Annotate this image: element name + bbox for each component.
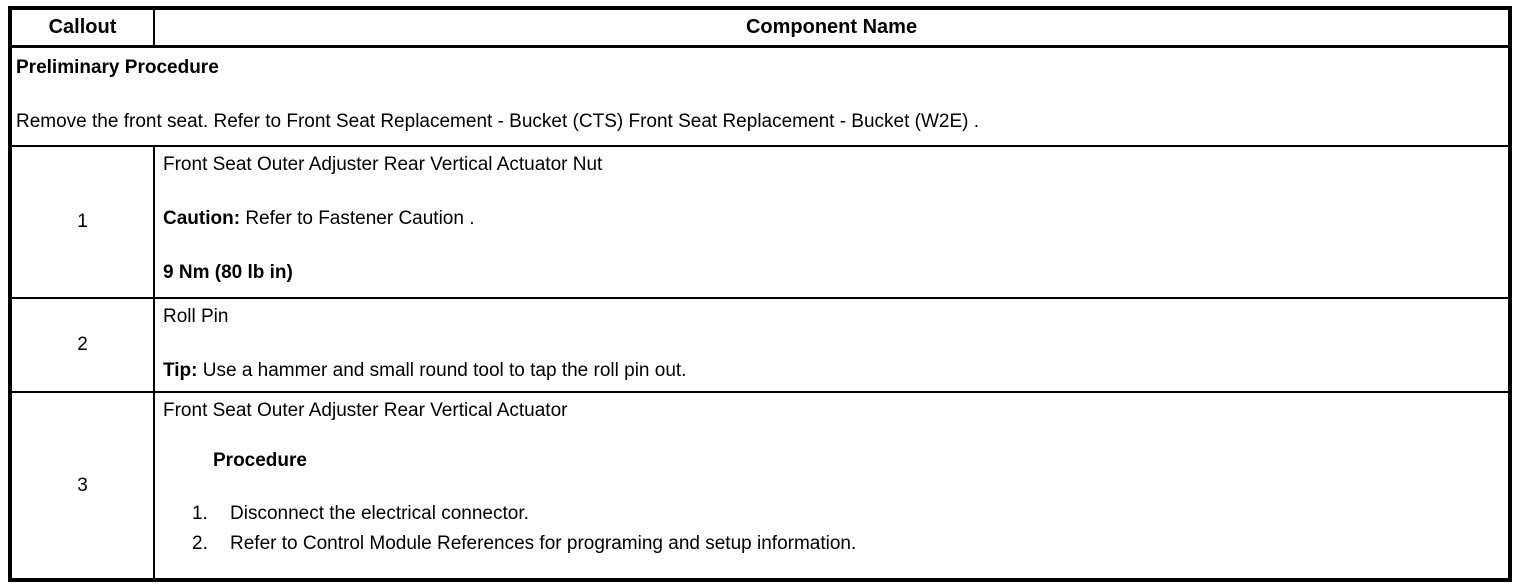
callout-number: 1 [9, 145, 155, 299]
preliminary-procedure-title: Preliminary Procedure [16, 56, 219, 78]
component-name-column-header: Component Name [153, 7, 1511, 48]
component-callout-table: Callout Component Name Preliminary Proce… [8, 6, 1512, 582]
table-row: 1 Front Seat Outer Adjuster Rear Vertica… [9, 145, 1511, 299]
caution-text: Refer to Fastener Caution . [240, 208, 475, 229]
component-cell: Roll Pin Tip: Use a hammer and small rou… [153, 297, 1511, 393]
component-name-text: Front Seat Outer Adjuster Rear Vertical … [163, 154, 603, 175]
component-cell: Front Seat Outer Adjuster Rear Vertical … [153, 145, 1511, 299]
procedure-step: 2. Refer to Control Module References fo… [192, 529, 1500, 559]
table-row: 3 Front Seat Outer Adjuster Rear Vertica… [9, 391, 1511, 581]
component-name-text: Front Seat Outer Adjuster Rear Vertical … [163, 400, 568, 421]
step-number: 2. [192, 533, 208, 554]
step-number: 1. [192, 503, 208, 524]
component-cell: Front Seat Outer Adjuster Rear Vertical … [153, 391, 1511, 581]
caution-line: Caution: Refer to Fastener Caution . [163, 207, 1500, 231]
step-text: Refer to Control Module References for p… [230, 533, 857, 554]
preliminary-procedure-text: Remove the front seat. Refer to Front Se… [16, 110, 980, 132]
callout-number: 3 [9, 391, 155, 581]
tip-text: Use a hammer and small round tool to tap… [197, 360, 687, 381]
procedure-step: 1. Disconnect the electrical connector. [192, 499, 1500, 529]
callout-column-header: Callout [9, 7, 155, 48]
tip-line: Tip: Use a hammer and small round tool t… [163, 359, 1500, 383]
component-name-text: Roll Pin [163, 306, 229, 327]
preliminary-procedure-row: Preliminary Procedure Remove the front s… [9, 45, 1511, 147]
step-text: Disconnect the electrical connector. [230, 503, 529, 524]
callout-number: 2 [9, 297, 155, 393]
torque-spec: 9 Nm (80 lb in) [163, 262, 293, 283]
tip-label: Tip: [163, 360, 198, 381]
table-row: 2 Roll Pin Tip: Use a hammer and small r… [9, 297, 1511, 393]
table-header-row: Callout Component Name [9, 7, 1511, 48]
caution-label: Caution: [163, 208, 241, 229]
procedure-heading: Procedure [213, 450, 307, 471]
preliminary-procedure-cell: Preliminary Procedure Remove the front s… [9, 45, 1511, 147]
